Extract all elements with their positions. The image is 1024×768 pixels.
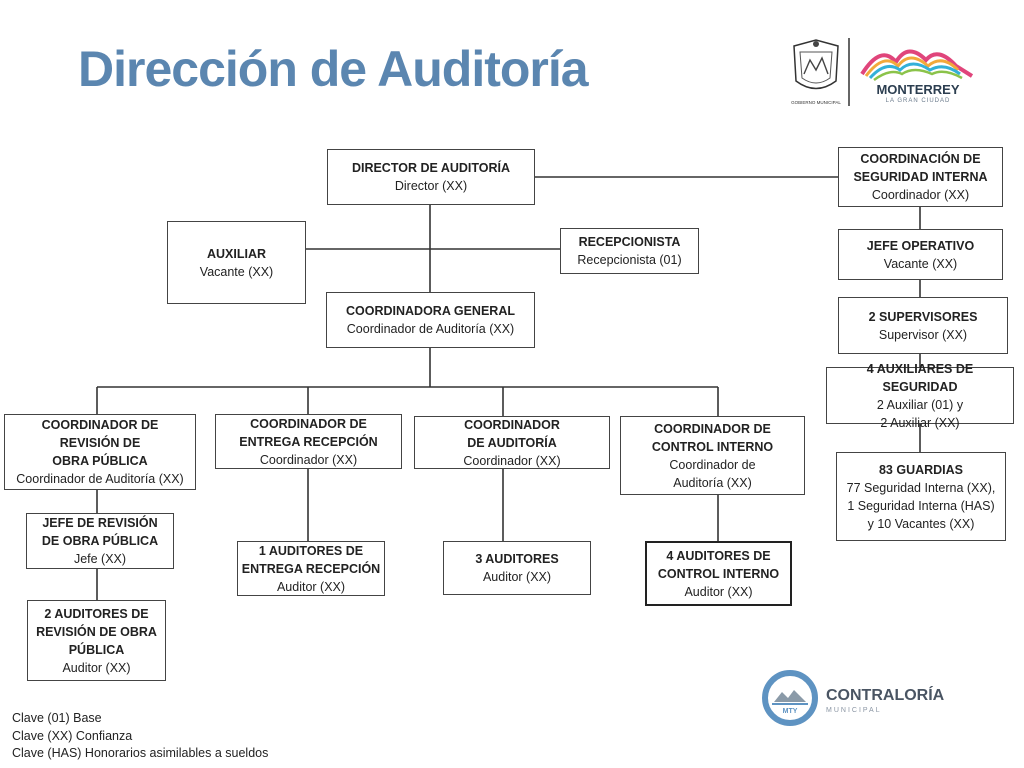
box-subtitle: Jefe (XX) [73, 552, 127, 566]
supervisores-box: 2 SUPERVISORES Supervisor (XX) [838, 297, 1008, 354]
legend: Clave (01) Base Clave (XX) Confianza Cla… [12, 710, 268, 763]
legend-item: Clave (XX) Confianza [12, 728, 133, 743]
box-subtitle: Coordinador de Auditoría (XX) [669, 457, 756, 490]
box-subtitle: Coordinador de Auditoría (XX) [16, 472, 184, 486]
box-subtitle: Auditor (XX) [684, 584, 753, 599]
svg-text:CONTRALORÍA: CONTRALORÍA [826, 685, 945, 704]
box-title: COORDINADOR DE REVISIÓN DE OBRA PÚBLICA [41, 418, 159, 468]
coordinadora-general-box: COORDINADORA GENERAL Coordinador de Audi… [326, 292, 535, 348]
box-title: COORDINADOR DE ENTREGA RECEPCIÓN [239, 416, 378, 449]
box-subtitle: Recepcionista (01) [577, 253, 682, 267]
box-subtitle: Coordinador (XX) [463, 453, 561, 468]
coordinador-auditoria-box: COORDINADOR DE AUDITORÍA Coordinador (XX… [414, 416, 610, 469]
box-subtitle: Auditor (XX) [482, 570, 552, 584]
box-subtitle: Director (XX) [394, 179, 468, 193]
svg-text:LA GRAN CIUDAD: LA GRAN CIUDAD [886, 98, 951, 104]
box-subtitle: Auditor (XX) [276, 579, 346, 594]
box-subtitle: Auditor (XX) [62, 660, 131, 675]
jefe-operativo-box: JEFE OPERATIVO Vacante (XX) [838, 229, 1003, 280]
monterrey-mountains-icon [860, 49, 974, 82]
box-subtitle: Vacante (XX) [883, 256, 958, 271]
box-title: 4 AUDITORES DE CONTROL INTERNO [657, 548, 780, 581]
box-title: RECEPCIONISTA [578, 235, 681, 249]
box-title: 2 AUDITORES DE REVISIÓN DE OBRA PÚBLICA [36, 606, 157, 657]
auxiliares-seguridad-box: 4 AUXILIARES DE SEGURIDAD 2 Auxiliar (01… [826, 362, 1014, 430]
auxiliar-box: AUXILIAR Vacante (XX) [167, 221, 306, 304]
box-title: 3 AUDITORES [475, 552, 559, 566]
box-title: JEFE DE REVISIÓN DE OBRA PÚBLICA [41, 516, 159, 548]
tres-auditores-box: 3 AUDITORES Auditor (XX) [443, 541, 591, 595]
box-subtitle: Coordinador (XX) [259, 452, 358, 467]
coordinador-obra-publica-box: COORDINADOR DE REVISIÓN DE OBRA PÚBLICA … [4, 414, 196, 490]
auditores-control-interno-box: 4 AUDITORES DE CONTROL INTERNO Auditor (… [645, 541, 792, 606]
municipal-seal-icon [793, 39, 839, 90]
box-title: AUXILIAR [206, 246, 267, 261]
box-title: 83 GUARDIAS [878, 462, 964, 477]
page-title: Dirección de Auditoría [78, 41, 589, 97]
svg-text:MONTERREY: MONTERREY [876, 82, 959, 97]
legend-item: Clave (HAS) Honorarios asimilables a sue… [12, 746, 269, 760]
coordinador-entrega-recepcion-box: COORDINADOR DE ENTREGA RECEPCIÓN Coordin… [215, 414, 402, 469]
auditores-obra-publica-box: 2 AUDITORES DE REVISIÓN DE OBRA PÚBLICA … [27, 600, 166, 681]
auditores-entrega-recepcion-box: 1 AUDITORES DE ENTREGA RECEPCIÓN Auditor… [237, 541, 385, 596]
box-title: DIRECTOR DE AUDITORÍA [351, 161, 511, 175]
box-title: COORDINADOR DE CONTROL INTERNO [651, 421, 774, 454]
jefe-revision-obra-box: JEFE DE REVISIÓN DE OBRA PÚBLICA Jefe (X… [26, 513, 174, 569]
box-subtitle: 77 Seguridad Interna (XX), 1 Seguridad I… [846, 480, 996, 531]
legend-item: Clave (01) Base [12, 711, 102, 725]
monterrey-logo: GOBIERNO MUNICIPAL MONTERREY LA GRAN CIU… [791, 38, 974, 106]
guardias-box: 83 GUARDIAS 77 Seguridad Interna (XX), 1… [836, 452, 1006, 541]
box-subtitle: Coordinador (XX) [871, 188, 970, 202]
box-title: 4 AUXILIARES DE SEGURIDAD [866, 361, 974, 394]
box-subtitle: Supervisor (XX) [878, 327, 968, 342]
contraloria-emblem-icon: MTY [762, 670, 818, 726]
coordinacion-seguridad-box: COORDINACIÓN DE SEGURIDAD INTERNA Coordi… [838, 147, 1003, 207]
director-box: DIRECTOR DE AUDITORÍA Director (XX) [327, 149, 535, 205]
svg-text:MTY: MTY [783, 708, 798, 715]
box-title: COORDINADORA GENERAL [346, 304, 515, 318]
coordinador-control-interno-box: COORDINADOR DE CONTROL INTERNO Coordinad… [620, 416, 805, 495]
svg-text:MUNICIPAL: MUNICIPAL [826, 707, 882, 714]
box-title: COORDINACIÓN DE SEGURIDAD INTERNA [853, 152, 988, 184]
box-subtitle: 2 Auxiliar (01) y 2 Auxiliar (XX) [876, 397, 964, 430]
box-subtitle: Coordinador de Auditoría (XX) [346, 322, 515, 336]
contraloria-logo: MTY CONTRALORÍA MUNICIPAL [762, 670, 945, 726]
svg-text:GOBIERNO MUNICIPAL: GOBIERNO MUNICIPAL [791, 100, 841, 105]
box-subtitle: Vacante (XX) [199, 264, 274, 279]
box-title: 1 AUDITORES DE ENTREGA RECEPCIÓN [241, 543, 381, 576]
box-title: 2 SUPERVISORES [868, 309, 978, 324]
recepcionista-box: RECEPCIONISTA Recepcionista (01) [560, 228, 699, 274]
box-title: COORDINADOR DE AUDITORÍA [464, 417, 560, 450]
box-title: JEFE OPERATIVO [866, 238, 975, 253]
